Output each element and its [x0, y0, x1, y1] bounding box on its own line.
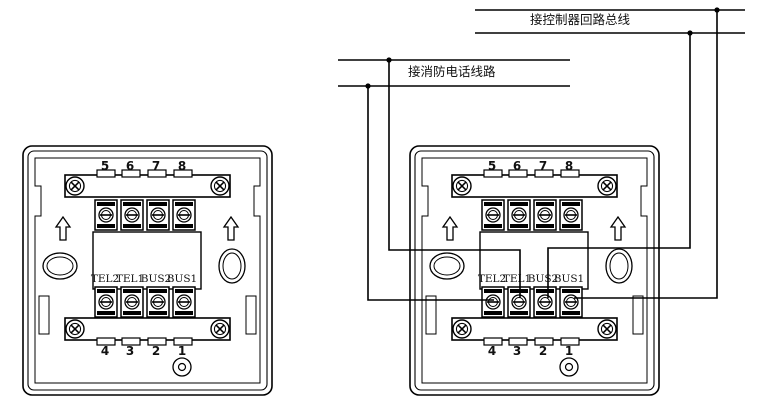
upper-terminal-screw-icon [120, 199, 144, 231]
upper-terminal-screw-icon [507, 199, 531, 231]
mounting-hole-right [605, 248, 633, 284]
lower-terminal-screw-icon [481, 286, 505, 318]
mounting-hole-right [218, 248, 246, 284]
controller-bus-label: 接控制器回路总线 [530, 12, 631, 27]
lower-terminal-screw-icon [94, 286, 118, 318]
up-arrow-icon [222, 215, 240, 241]
side-slot-right [245, 295, 257, 335]
inner-frame [421, 157, 648, 384]
top-terminal-number: 7 [152, 159, 160, 173]
corner-screw-icon [65, 319, 85, 339]
terminal-label: BUS2 [528, 273, 558, 285]
top-terminal-number: 8 [178, 159, 186, 173]
bottom-terminal-number: 1 [565, 344, 573, 358]
side-slot-left [425, 295, 437, 335]
corner-screw-icon [452, 319, 472, 339]
terminal-label: TEL1 [503, 273, 531, 285]
top-terminal-strip [64, 174, 231, 198]
corner-screw-icon [65, 176, 85, 196]
upper-terminal-screw-icon [94, 199, 118, 231]
bottom-terminal-number: 4 [101, 344, 109, 358]
top-terminal-number: 6 [513, 159, 521, 173]
upper-terminal-screw-icon [481, 199, 505, 231]
mounting-hole-left [42, 252, 78, 280]
top-terminal-number: 5 [101, 159, 109, 173]
bottom-terminal-strip [451, 317, 618, 341]
bottom-terminal-strip [64, 317, 231, 341]
terminal-label: TEL2 [91, 273, 119, 285]
terminal-label: BUS1 [167, 273, 197, 285]
bottom-terminal-number: 3 [126, 344, 134, 358]
side-slot-left [38, 295, 50, 335]
up-arrow-icon [609, 215, 627, 241]
lower-terminal-screw-icon [559, 286, 583, 318]
corner-screw-icon [597, 176, 617, 196]
wire-junction-dots [365, 7, 720, 89]
bottom-terminal-number: 3 [513, 344, 521, 358]
top-terminal-number: 6 [126, 159, 134, 173]
top-terminal-strip [451, 174, 618, 198]
upper-terminal-screw-icon [146, 199, 170, 231]
fire-phone-label: 接消防电话线路 [408, 64, 496, 79]
terminal-label: TEL1 [116, 273, 144, 285]
wiring-lines [338, 9, 745, 301]
corner-screw-icon [452, 176, 472, 196]
mounting-hole-left [429, 252, 465, 280]
upper-terminal-screw-icon [172, 199, 196, 231]
terminal-label: TEL2 [478, 273, 506, 285]
bottom-terminal-number: 4 [488, 344, 496, 358]
upper-terminal-screw-icon [559, 199, 583, 231]
bottom-terminal-number: 2 [539, 344, 547, 358]
up-arrow-icon [441, 215, 459, 241]
top-terminal-number: 5 [488, 159, 496, 173]
bottom-terminal-number: 1 [178, 344, 186, 358]
side-slot-right [632, 295, 644, 335]
inner-frame [34, 157, 261, 384]
label-board [92, 231, 202, 290]
lower-terminal-screw-icon [533, 286, 557, 318]
bottom-hole-icon [172, 357, 192, 377]
bottom-terminal-number: 2 [152, 344, 160, 358]
bottom-hole-icon [559, 357, 579, 377]
corner-screw-icon [210, 319, 230, 339]
terminal-label: BUS1 [554, 273, 584, 285]
corner-screw-icon [597, 319, 617, 339]
upper-terminal-screw-icon [533, 199, 557, 231]
up-arrow-icon [54, 215, 72, 241]
corner-screw-icon [210, 176, 230, 196]
lower-terminal-screw-icon [507, 286, 531, 318]
lower-terminal-screw-icon [172, 286, 196, 318]
terminal-label: BUS2 [141, 273, 171, 285]
lower-terminal-screw-icon [120, 286, 144, 318]
lower-terminal-screw-icon [146, 286, 170, 318]
top-terminal-number: 7 [539, 159, 547, 173]
top-terminal-number: 8 [565, 159, 573, 173]
